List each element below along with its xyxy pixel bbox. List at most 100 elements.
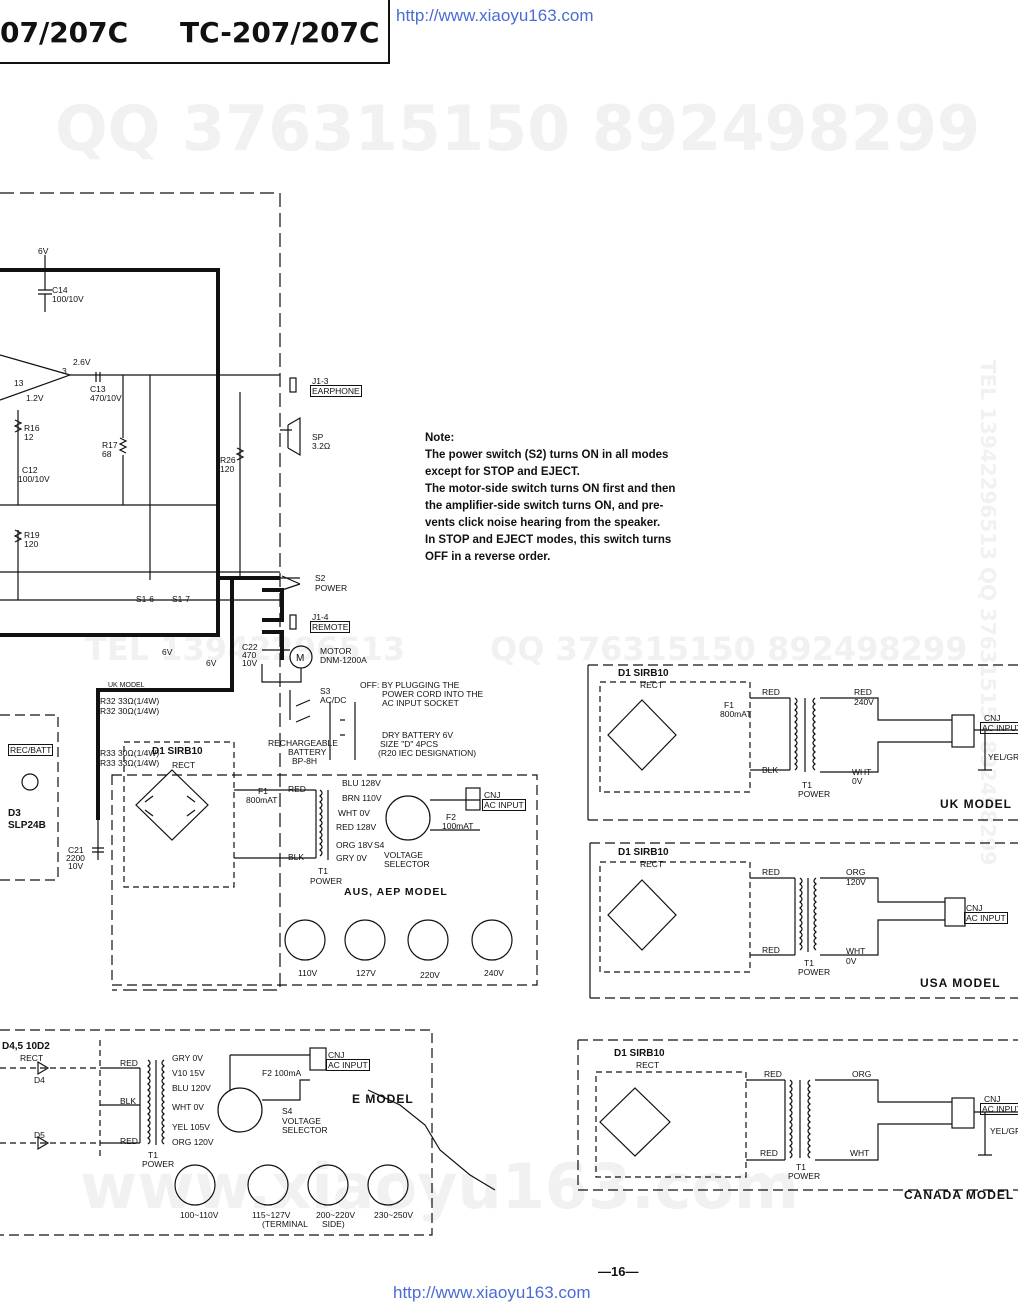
label-dry3: (R20 IEC DESIGNATION): [378, 748, 477, 758]
label-blk-main: BLK: [288, 852, 305, 862]
label-wht-0: WHT 0V: [338, 808, 370, 818]
e-terminal: (TERMINAL: [262, 1219, 308, 1229]
title-left: 07/207C: [0, 16, 129, 49]
usa-d1: D1 SIRB10: [618, 847, 669, 858]
uk-red-primary: RED: [762, 687, 780, 697]
label-selector-110v: 110V: [298, 968, 318, 978]
label-rechargeable1: RECHARGEABLE: [268, 738, 338, 748]
label-s2-power: POWER: [315, 583, 348, 593]
header-box: [0, 0, 390, 64]
label-off-note1: OFF: BY PLUGGING THE: [360, 680, 460, 690]
label-gry-0: GRY 0V: [336, 853, 367, 863]
uk-cnj: CNJ: [984, 713, 1001, 723]
label-motor-model: DNM-1200A: [320, 655, 367, 665]
label-pin-13: 13: [14, 378, 24, 388]
label-acdc: AC/DC: [320, 695, 347, 705]
label-r19-value: 120: [24, 539, 39, 549]
label-selector-127v: 127V: [356, 968, 376, 978]
e-d5: D5: [34, 1130, 45, 1140]
e-power: POWER: [142, 1159, 175, 1169]
label-d1-main: D1 SIRB10: [152, 746, 203, 757]
uk-rect: RECT: [640, 680, 664, 690]
uk-f1-value: 800mAT: [720, 709, 752, 719]
label-brn-110: BRN 110V: [342, 793, 382, 803]
usa-t1: T1: [804, 958, 814, 968]
e-blk: BLK: [120, 1096, 137, 1106]
label-r33b: R33 33Ω(1/4W): [100, 758, 160, 768]
label-off-note2: POWER CORD INTO THE: [382, 689, 484, 699]
uk-model-label: UK MODEL: [940, 797, 1012, 811]
canada-yel-gr: YEL/GR: [990, 1126, 1018, 1136]
title-right: TC-207/207C: [180, 16, 380, 49]
uk-d1: D1 SIRB10: [618, 668, 669, 679]
label-uk-model-small: UK MODEL: [108, 682, 145, 689]
usa-ac-input: AC INPUT: [964, 912, 1008, 924]
note-line: the amplifier-side switch turns ON, and …: [425, 500, 664, 512]
label-r16-value: 12: [24, 432, 34, 442]
usa-red-lower: RED: [762, 945, 780, 955]
label-pin-3: 3: [62, 366, 67, 376]
label-org-18: ORG 18V: [336, 840, 373, 850]
label-r17-value: 68: [102, 449, 112, 459]
e-model-label: E MODEL: [352, 1092, 414, 1106]
canada-ac-input: AC INPUT: [980, 1103, 1018, 1115]
label-remote: REMOTE: [310, 621, 351, 633]
label-r32b: R32 30Ω(1/4W): [100, 706, 160, 716]
e-selector-100: 100~110V: [180, 1210, 219, 1220]
canada-cnj: CNJ: [984, 1094, 1001, 1104]
usa-cnj: CNJ: [966, 903, 983, 913]
e-f2: F2 100mA: [262, 1068, 302, 1078]
label-rect-main: RECT: [172, 760, 196, 770]
canada-model-label: CANADA MODEL: [904, 1188, 1015, 1202]
uk-wht: WHT: [852, 767, 872, 777]
e-blu-120v: BLU 120V: [172, 1083, 211, 1093]
label-s3: S3: [320, 686, 331, 696]
page-number: —16—: [598, 1264, 639, 1279]
note-line: OFF in a reverse order.: [425, 551, 551, 563]
e-d4: D4: [34, 1075, 45, 1085]
label-r16: R16: [24, 423, 40, 433]
label-red-main: RED: [288, 784, 306, 794]
label-dry1: DRY BATTERY 6V: [382, 730, 454, 740]
e-voltage-selector1: VOLTAGE: [282, 1116, 321, 1126]
source-url-bottom[interactable]: http://www.xiaoyu163.com: [393, 1283, 591, 1302]
source-url-top[interactable]: http://www.xiaoyu163.com: [396, 6, 594, 25]
label-s1-6: S1-6: [136, 594, 154, 604]
uk-0v: 0V: [852, 776, 863, 786]
label-j1-4: J1-4: [312, 612, 329, 622]
label-c14: C14: [52, 285, 68, 295]
usa-rect: RECT: [640, 859, 664, 869]
label-c12: C12: [22, 465, 38, 475]
label-aus-aep-model: AUS, AEP MODEL: [344, 886, 448, 898]
label-c13: C13: [90, 384, 106, 394]
label-off-note3: AC INPUT SOCKET: [382, 698, 459, 708]
e-wht-0v: WHT 0V: [172, 1102, 204, 1112]
note-heading: Note:: [425, 432, 455, 444]
note-line: The power switch (S2) turns ON in all mo…: [425, 449, 669, 461]
usa-120v: 120V: [846, 877, 866, 887]
uk-power: POWER: [798, 789, 831, 799]
label-6v-c22: 6V: [206, 658, 217, 668]
label-r26: R26: [220, 455, 236, 465]
label-cnj-main: CNJ: [484, 790, 501, 800]
e-s4: S4: [282, 1106, 293, 1116]
e-rect: RECT: [20, 1053, 44, 1063]
label-red-128: RED 128V: [336, 822, 377, 832]
label-c22: C22: [242, 642, 258, 652]
e-red-upper: RED: [120, 1058, 138, 1068]
label-6v-mid: 6V: [162, 647, 173, 657]
e-side: SIDE): [322, 1219, 345, 1229]
label-rechargeable2: BATTERY: [288, 747, 327, 757]
label-rechargeable3: BP-8H: [292, 756, 318, 766]
e-d45: D4,5 10D2: [2, 1041, 50, 1052]
label-f1-main: F1: [258, 786, 268, 796]
e-t1: T1: [148, 1150, 158, 1160]
usa-wht: WHT: [846, 946, 866, 956]
label-r17: R17: [102, 440, 118, 450]
label-f1-main-value: 800mAT: [246, 795, 278, 805]
usa-power: POWER: [798, 967, 831, 977]
e-v10-15v: V10 15V: [172, 1068, 205, 1078]
e-yel-105v: YEL 105V: [172, 1122, 210, 1132]
label-1-2v: 1.2V: [26, 393, 44, 403]
note-line: except for STOP and EJECT.: [425, 466, 580, 478]
